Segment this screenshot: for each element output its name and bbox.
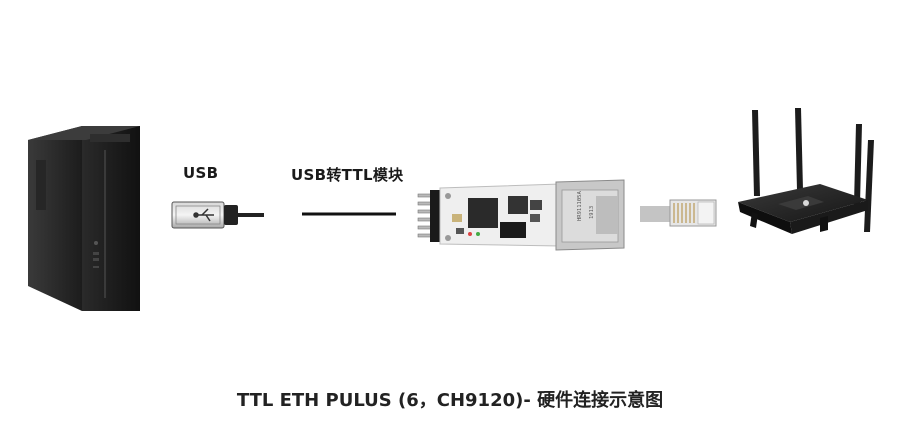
usb-ttl-module-label: USB转TTL模块 — [291, 166, 404, 184]
desktop-pc-image — [28, 126, 140, 311]
usb-plug-icon — [171, 201, 264, 229]
usb-label: USB — [183, 164, 219, 182]
wifi-router-image — [738, 108, 874, 234]
jack-label-1: HR911105A — [577, 191, 583, 221]
diagram-caption: TTL ETH PULUS (6，CH9120)- 硬件连接示意图 — [236, 390, 664, 411]
rj45-plug-icon — [640, 199, 717, 227]
jack-label-2: 1913 — [589, 206, 595, 219]
ttl-eth-module-image: HR911105A 1913 — [417, 179, 625, 251]
